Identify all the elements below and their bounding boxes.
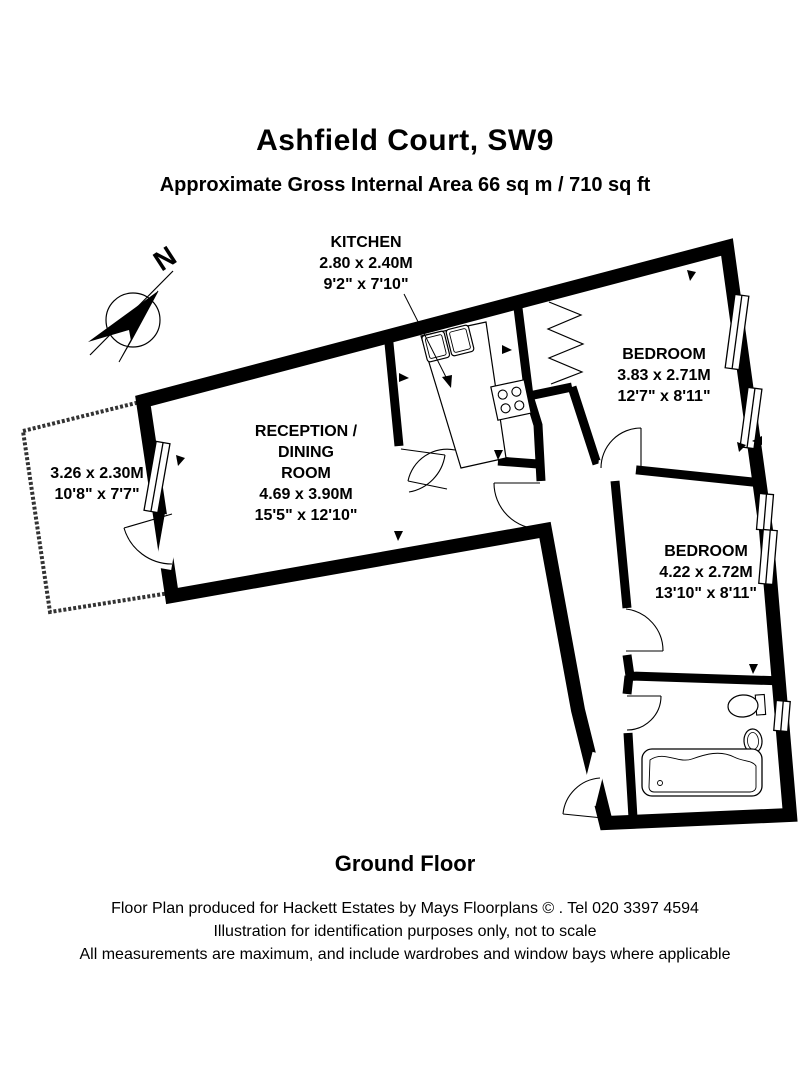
footer-measurements-note: All measurements are maximum, and includ… <box>79 946 731 963</box>
footer-disclaimer: Illustration for identification purposes… <box>213 923 597 940</box>
room-label-kitchen: KITCHEN 2.80 x 2.40M 9'2" x 7'10" <box>319 232 412 295</box>
room-dim-imperial: 9'2" x 7'10" <box>323 276 409 293</box>
bath-icon <box>641 748 763 797</box>
window <box>739 386 763 450</box>
room-name: BEDROOM <box>664 543 748 560</box>
window <box>758 528 778 586</box>
page-subtitle: Approximate Gross Internal Area 66 sq m … <box>159 174 651 196</box>
floor-label: Ground Floor <box>334 851 476 876</box>
marker-icon <box>502 345 512 354</box>
kitchen-leader-line <box>403 293 452 388</box>
room-dim-metric: 4.69 x 3.90M <box>259 486 353 503</box>
room-dim-metric: 2.80 x 2.40M <box>319 255 413 272</box>
marker-icon <box>687 270 696 281</box>
room-label-bedroom-2: BEDROOM 4.22 x 2.72M 13'10" x 8'11" <box>655 541 757 604</box>
compass-north-arrow <box>88 270 174 363</box>
kitchen-door-arc-1 <box>400 448 446 493</box>
window <box>143 440 171 514</box>
marker-icon <box>749 664 758 674</box>
marker-icon <box>176 455 185 466</box>
wall-markers <box>176 270 762 674</box>
room-dim-imperial: 15'5" x 12'10" <box>254 507 358 524</box>
room-dim-metric: 3.83 x 2.71M <box>617 367 711 384</box>
toilet-icon <box>727 693 767 718</box>
room-name: RECEPTION / <box>254 423 358 440</box>
door-arcs <box>123 427 664 819</box>
window <box>773 699 791 733</box>
marker-icon <box>494 450 503 460</box>
double-sink-icon <box>421 324 475 363</box>
bedroom-1-door-arc <box>600 427 642 469</box>
terrace-door-arc <box>123 513 173 565</box>
bedroom-1-door-opening <box>597 460 637 478</box>
footer-credit: Floor Plan produced for Hackett Estates … <box>111 900 699 917</box>
room-label-bedroom-1: BEDROOM 3.83 x 2.71M 12'7" x 8'11" <box>617 344 710 407</box>
marker-icon <box>737 442 746 452</box>
terrace-door-opening <box>155 514 181 570</box>
marker-icon <box>752 436 762 445</box>
room-name: ROOM <box>281 465 331 482</box>
room-name: BEDROOM <box>622 346 706 363</box>
wardrobe-icon <box>546 301 585 385</box>
interior-walls <box>383 299 785 819</box>
reception-door-arc <box>493 482 541 530</box>
room-dim-imperial: 12'7" x 8'11" <box>617 388 711 405</box>
window <box>755 492 775 532</box>
marker-icon <box>399 373 409 382</box>
bathroom-door-arc <box>626 695 662 731</box>
hob-icon <box>490 379 532 421</box>
kitchen-door-arc-2 <box>407 448 456 490</box>
room-dim-metric: 4.22 x 2.72M <box>659 564 753 581</box>
terrace-boundary <box>20 399 179 615</box>
room-dim-metric: 3.26 x 2.30M <box>50 465 144 482</box>
window <box>724 293 750 371</box>
marker-icon <box>394 531 403 541</box>
page-title: Ashfield Court, SW9 <box>256 124 554 157</box>
room-name: KITCHEN <box>330 234 402 251</box>
entrance-door-arc <box>562 777 604 819</box>
room-label-terrace: 3.26 x 2.30M 10'8" x 7'7" <box>50 463 143 505</box>
bedroom-2-door-arc <box>625 608 664 652</box>
room-dim-imperial: 10'8" x 7'7" <box>54 486 140 503</box>
room-name: DINING <box>277 444 334 461</box>
room-label-reception: RECEPTION / DINING ROOM 4.69 x 3.90M 15'… <box>255 421 358 526</box>
room-dim-imperial: 13'10" x 8'11" <box>655 585 757 602</box>
